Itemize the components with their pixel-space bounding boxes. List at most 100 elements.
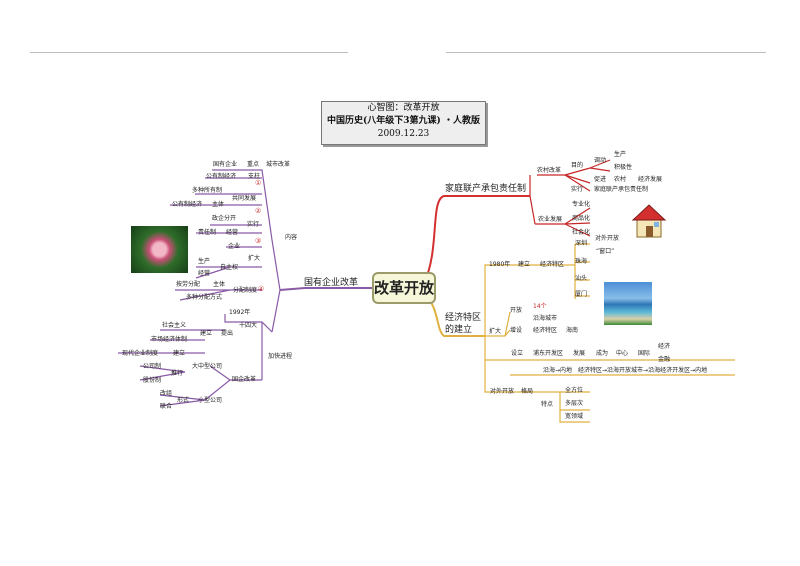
label-year1992: 1992年 — [229, 309, 250, 316]
label-chain: 沿海→内地 经济特区→沿海开放城市→沿海经济开发区→内地 — [543, 367, 707, 374]
label-wide: 宽领域 — [565, 413, 583, 420]
label-purpose: 目的 — [571, 162, 583, 169]
label-focus: 重点 — [247, 161, 259, 168]
label-socialization: 社会化 — [572, 229, 590, 236]
rural-branch-label: 家庭联产承包责任制 — [445, 184, 526, 195]
label-1980: 1980年 — [489, 261, 510, 268]
label-autonomy: 自主权 — [220, 264, 238, 271]
label-operate: 经营 — [226, 229, 238, 236]
label-promote: 促进 — [594, 176, 606, 183]
label-implement-soe: 实行 — [247, 221, 259, 228]
label-build2: 建立 — [173, 350, 185, 357]
label-economy: 经济 — [658, 343, 670, 350]
circled-1: ① — [255, 180, 261, 187]
label-company: 公司制 — [143, 363, 161, 370]
label-pudong: 浦东开发区 — [533, 350, 563, 357]
title-line-1: 心智图：改革开放 — [322, 102, 485, 115]
label-shenzhen: 深圳 — [575, 240, 587, 247]
label-soe: 国有企业 — [213, 161, 237, 168]
label-pattern: 格局 — [521, 388, 533, 395]
label-enthusiasm: 积极性 — [614, 164, 632, 171]
center-node: 改革开放 — [372, 272, 436, 304]
label-common-dev: 共同发展 — [232, 195, 256, 202]
label-various: 多种分配方式 — [186, 294, 222, 301]
label-resp-system: 责任制 — [198, 229, 216, 236]
title-line-3: 2009.12.23 — [322, 128, 485, 141]
label-restructure: 改组 — [160, 390, 172, 397]
label-small: 小型公司 — [198, 397, 222, 404]
label-form: 形式 — [177, 397, 189, 404]
label-promote-soe: 推行 — [171, 370, 183, 377]
label-public-economy: 公有制经济 — [206, 173, 236, 180]
mind-map-title: 心智图：改革开放 中国历史(八年级下3第九课) ・人教版 2009.12.23 — [321, 101, 486, 145]
label-coastal-cities: 沿海城市 — [533, 315, 557, 322]
sez-branch-label-2: 的建立 — [445, 325, 472, 336]
label-content: 内容 — [285, 234, 297, 241]
label-zhuhai: 珠海 — [575, 258, 587, 265]
rural-main-branch — [424, 196, 530, 283]
label-multi-level: 多层次 — [565, 400, 583, 407]
label-joint: 联合 — [160, 403, 172, 410]
label-hainan: 海南 — [566, 327, 578, 334]
label-xiamen: 厦门 — [575, 291, 587, 298]
label-shantou: 汕头 — [575, 275, 587, 282]
label-implement: 实行 — [571, 186, 583, 193]
label-raise: 提出 — [221, 330, 233, 337]
label-specialization: 专业化 — [572, 201, 590, 208]
circled-4: ④ — [258, 286, 264, 293]
label-sez2: 经济特区 — [533, 327, 557, 334]
label-opening: 对外开放 — [490, 388, 514, 395]
label-socialism: 社会主义 — [162, 322, 186, 329]
label-by-labor: 按劳分配 — [176, 281, 200, 288]
label-system: 家庭联产承包责任制 — [594, 186, 648, 193]
circled-3: ③ — [255, 238, 261, 245]
label-features: 特点 — [541, 401, 553, 408]
label-center: 中心 — [616, 350, 628, 357]
label-establish: 建立 — [518, 261, 530, 268]
coastline-image — [604, 282, 652, 325]
soe-branch-label: 国有企业改革 — [304, 278, 358, 289]
label-village-reform: 农村改革 — [537, 167, 561, 174]
label-expand-soe: 扩大 — [248, 255, 260, 262]
label-production-soe: 生产 — [198, 258, 210, 265]
label-build: 建立 — [200, 330, 212, 337]
circled-2: ② — [255, 208, 261, 215]
label-mobilize: 调动 — [594, 157, 606, 164]
label-commercialization: 商品化 — [572, 215, 590, 222]
label-economic-dev: 经济发展 — [638, 176, 662, 183]
label-distribution: 分配制度 — [233, 287, 257, 294]
label-agri-dev: 农业发展 — [538, 216, 562, 223]
label-fourteen: 14个 — [533, 303, 547, 310]
label-setup: 设立 — [511, 350, 523, 357]
label-market-system: 市场经济体制 — [151, 336, 187, 343]
label-open: 开放 — [510, 307, 522, 314]
sez-branch-label-1: 经济特区 — [445, 313, 481, 324]
label-enterprise: 企业 — [228, 243, 240, 250]
label-window-prefix: 对外开放 — [595, 235, 619, 242]
label-public-econ2: 公有制经济 — [172, 201, 202, 208]
label-separate: 政企分开 — [212, 215, 236, 222]
label-countryside: 农村 — [614, 176, 626, 183]
label-finance: 金融 — [658, 356, 670, 363]
label-multi-own: 多种所有制 — [192, 187, 222, 194]
label-window: “窗口” — [596, 248, 614, 255]
house-image — [630, 201, 668, 239]
label-urban-reform: 城市改革 — [266, 161, 290, 168]
label-become: 成为 — [596, 350, 608, 357]
label-sez: 经济特区 — [540, 261, 564, 268]
label-modern-system: 现代企业制度 — [122, 350, 158, 357]
label-expand: 扩大 — [489, 328, 501, 335]
label-production: 生产 — [614, 151, 626, 158]
label-all-round: 全方位 — [565, 387, 583, 394]
label-shareholding: 股份制 — [143, 377, 161, 384]
label-international: 国际 — [638, 350, 650, 357]
rural-sub-agri — [530, 196, 535, 224]
label-fourteenth: 十四大 — [239, 322, 257, 329]
label-accelerate: 加快进程 — [268, 353, 292, 360]
label-soe-reform: 国企改革 — [232, 376, 256, 383]
label-operation: 经营 — [198, 270, 210, 277]
lotus-image — [131, 226, 188, 273]
label-main-body: 主体 — [212, 201, 224, 208]
label-add: 增设 — [510, 327, 522, 334]
title-line-2: 中国历史(八年级下3第九课) ・人教版 — [322, 115, 485, 128]
